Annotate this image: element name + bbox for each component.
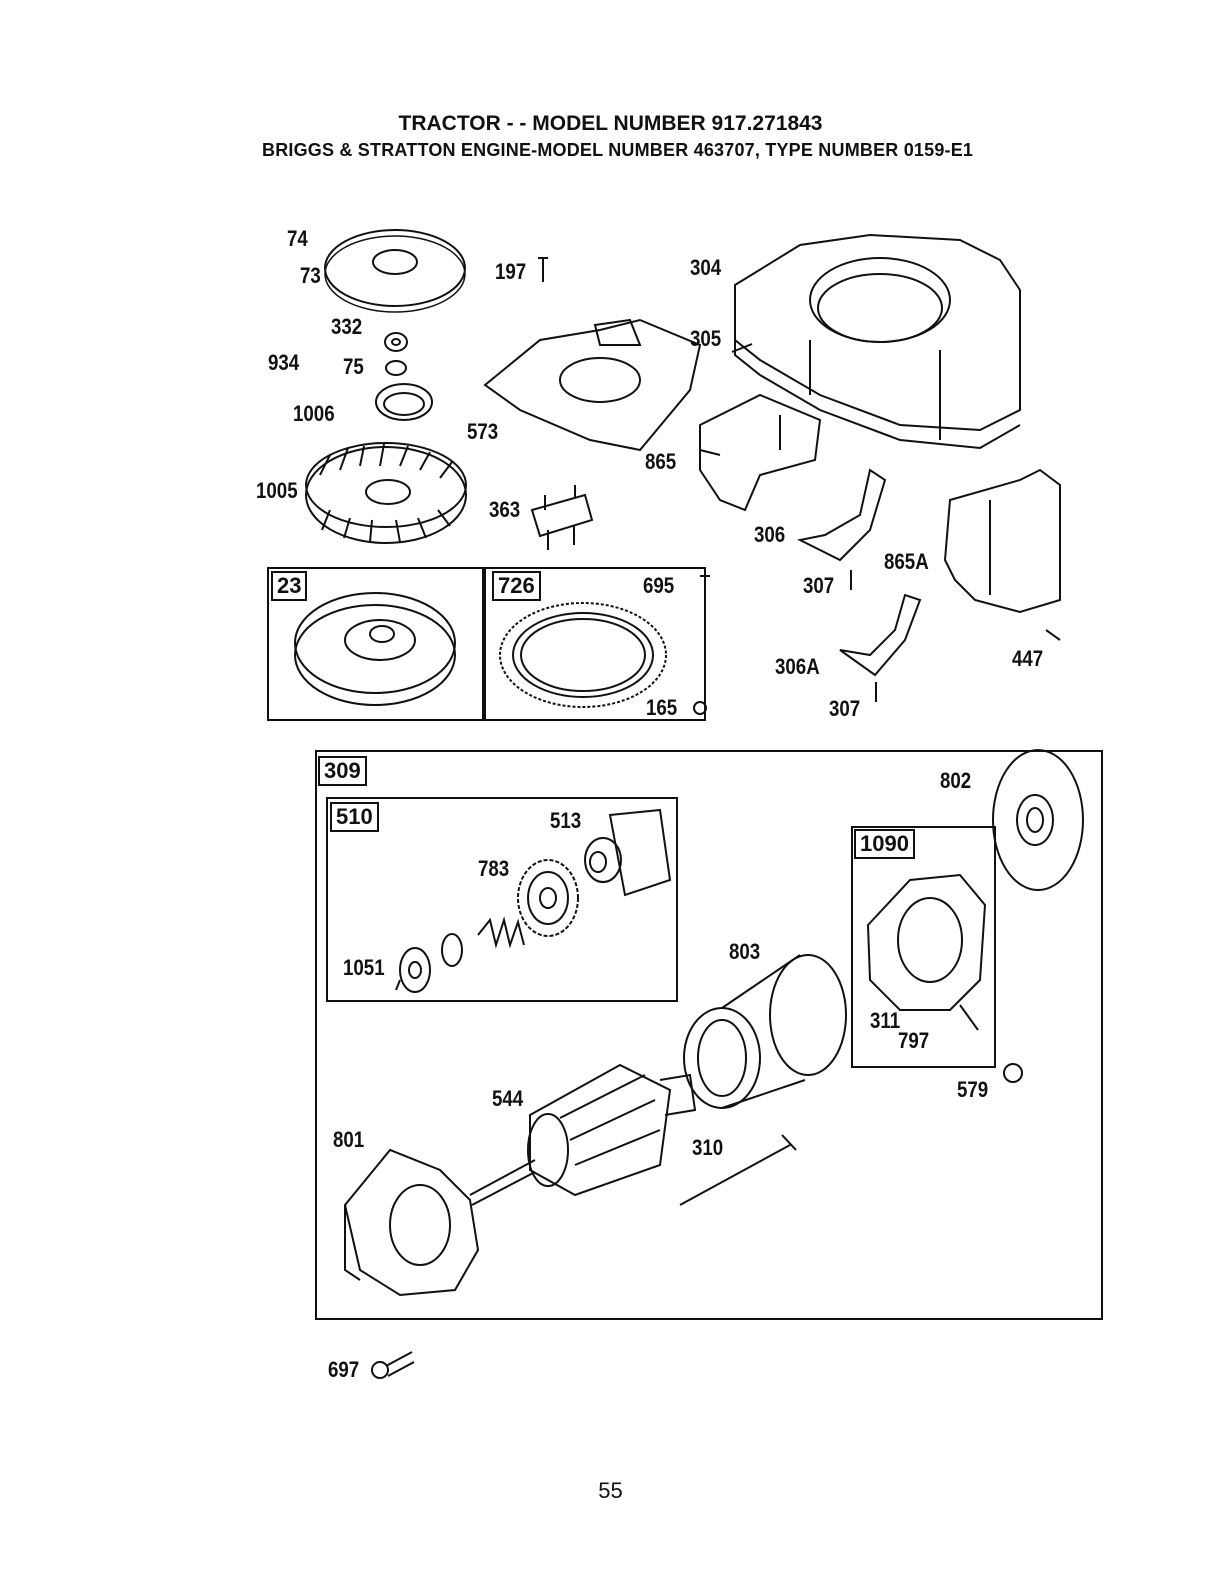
callout-865: 865 <box>645 451 676 473</box>
callout-305: 305 <box>690 328 721 350</box>
starter-drive-housing <box>585 810 670 895</box>
callout-363: 363 <box>489 499 520 521</box>
callout-544: 544 <box>492 1088 523 1110</box>
callout-934: 934 <box>268 352 299 374</box>
screw-695 <box>700 576 710 592</box>
callout-865A: 865A <box>884 551 929 573</box>
flywheel-fan <box>306 443 466 543</box>
shield-screw <box>1046 630 1060 640</box>
air-guide-306 <box>800 470 885 560</box>
nut-165 <box>694 702 706 714</box>
callout-197: 197 <box>495 261 526 283</box>
baffle-screw <box>538 258 548 282</box>
callout-311: 311 <box>870 1010 900 1032</box>
callout-310: 310 <box>692 1137 723 1159</box>
box-label-1090: 1090 <box>854 829 915 859</box>
page-number: 55 <box>0 1478 1221 1504</box>
callout-74: 74 <box>287 228 308 250</box>
washer <box>386 361 406 375</box>
callout-73: 73 <box>300 265 321 287</box>
cylinder-shield-865a <box>945 470 1060 612</box>
callout-1006: 1006 <box>293 403 335 425</box>
callout-802: 802 <box>940 770 971 792</box>
box-label-23: 23 <box>271 571 307 601</box>
callout-307-upper: 307 <box>803 575 834 597</box>
bolt-697 <box>372 1352 414 1378</box>
callout-165: 165 <box>646 697 677 719</box>
air-guide-baffle <box>485 320 700 450</box>
starter-washer <box>442 934 462 966</box>
cylinder-shield <box>700 395 820 510</box>
box-label-309: 309 <box>318 756 367 786</box>
starter-motor-housing <box>684 955 846 1108</box>
callout-695: 695 <box>643 575 674 597</box>
fan-retainer <box>376 384 432 420</box>
bracket-assembly <box>532 485 592 550</box>
callout-306A: 306A <box>775 656 820 678</box>
ring-gear <box>500 603 666 707</box>
callout-783: 783 <box>478 858 509 880</box>
callout-332: 332 <box>331 316 362 338</box>
starter-cap <box>396 948 430 992</box>
callout-306: 306 <box>754 524 785 546</box>
blower-housing <box>735 235 1020 448</box>
rotating-screen-plate <box>325 230 465 312</box>
flywheel <box>295 593 455 705</box>
callout-1005: 1005 <box>256 480 298 502</box>
anti-drift-spring <box>478 920 524 945</box>
air-guide-306a <box>840 595 920 675</box>
commutator-end-cap <box>345 1150 478 1295</box>
nut-579 <box>1004 1064 1022 1082</box>
brush-assembly <box>868 875 985 1030</box>
callout-307-lower: 307 <box>829 698 860 720</box>
callout-573: 573 <box>467 421 498 443</box>
callout-801: 801 <box>333 1129 364 1151</box>
callout-1051: 1051 <box>343 957 385 979</box>
box-label-510: 510 <box>330 802 379 832</box>
callout-797: 797 <box>898 1030 929 1052</box>
callout-579: 579 <box>957 1079 988 1101</box>
callout-75: 75 <box>343 356 364 378</box>
callout-447: 447 <box>1012 648 1043 670</box>
drive-end-cap <box>993 750 1083 890</box>
flywheel-nut <box>385 333 407 351</box>
callout-697: 697 <box>328 1359 359 1381</box>
callout-304: 304 <box>690 257 721 279</box>
callout-513: 513 <box>550 810 581 832</box>
callout-803: 803 <box>729 941 760 963</box>
pinion-gear <box>518 860 578 936</box>
box-label-726: 726 <box>492 571 541 601</box>
